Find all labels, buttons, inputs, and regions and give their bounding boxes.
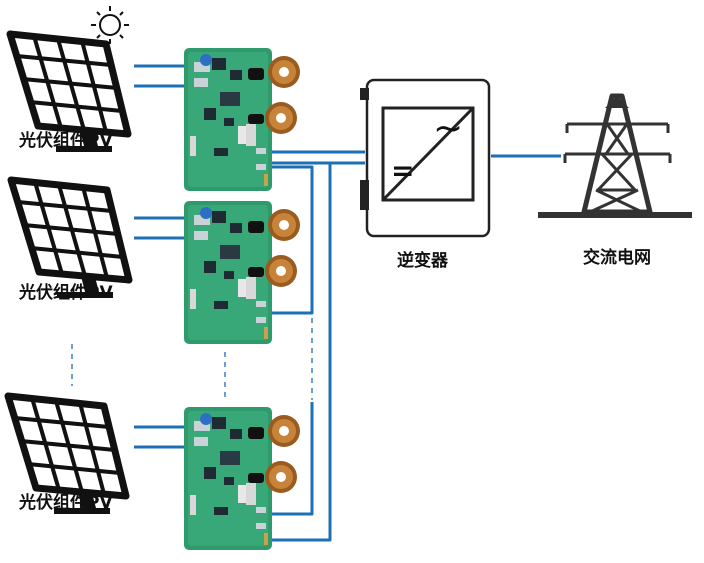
wire [272,402,314,516]
optimizer-board-icon [184,407,300,550]
inverter-ac-symbol: ~ [433,108,463,149]
optimizer-board-icon [184,201,300,344]
inverter-dc-symbol: = [391,154,414,187]
inverter-label: 逆变器 [397,251,448,271]
sun-icon [91,6,129,44]
wire [272,165,314,315]
pv-module-label: 光伏组件PV [19,283,113,303]
pv-module-label: 光伏组件PV [19,131,113,151]
pv-module-label: 光伏组件PV [19,493,113,513]
ac-grid-label: 交流电网 [583,248,651,268]
transmission-tower-icon [538,93,692,218]
inverter-icon: = ~ [360,78,491,238]
wire [272,161,365,542]
optimizer-board-icon [184,48,300,191]
